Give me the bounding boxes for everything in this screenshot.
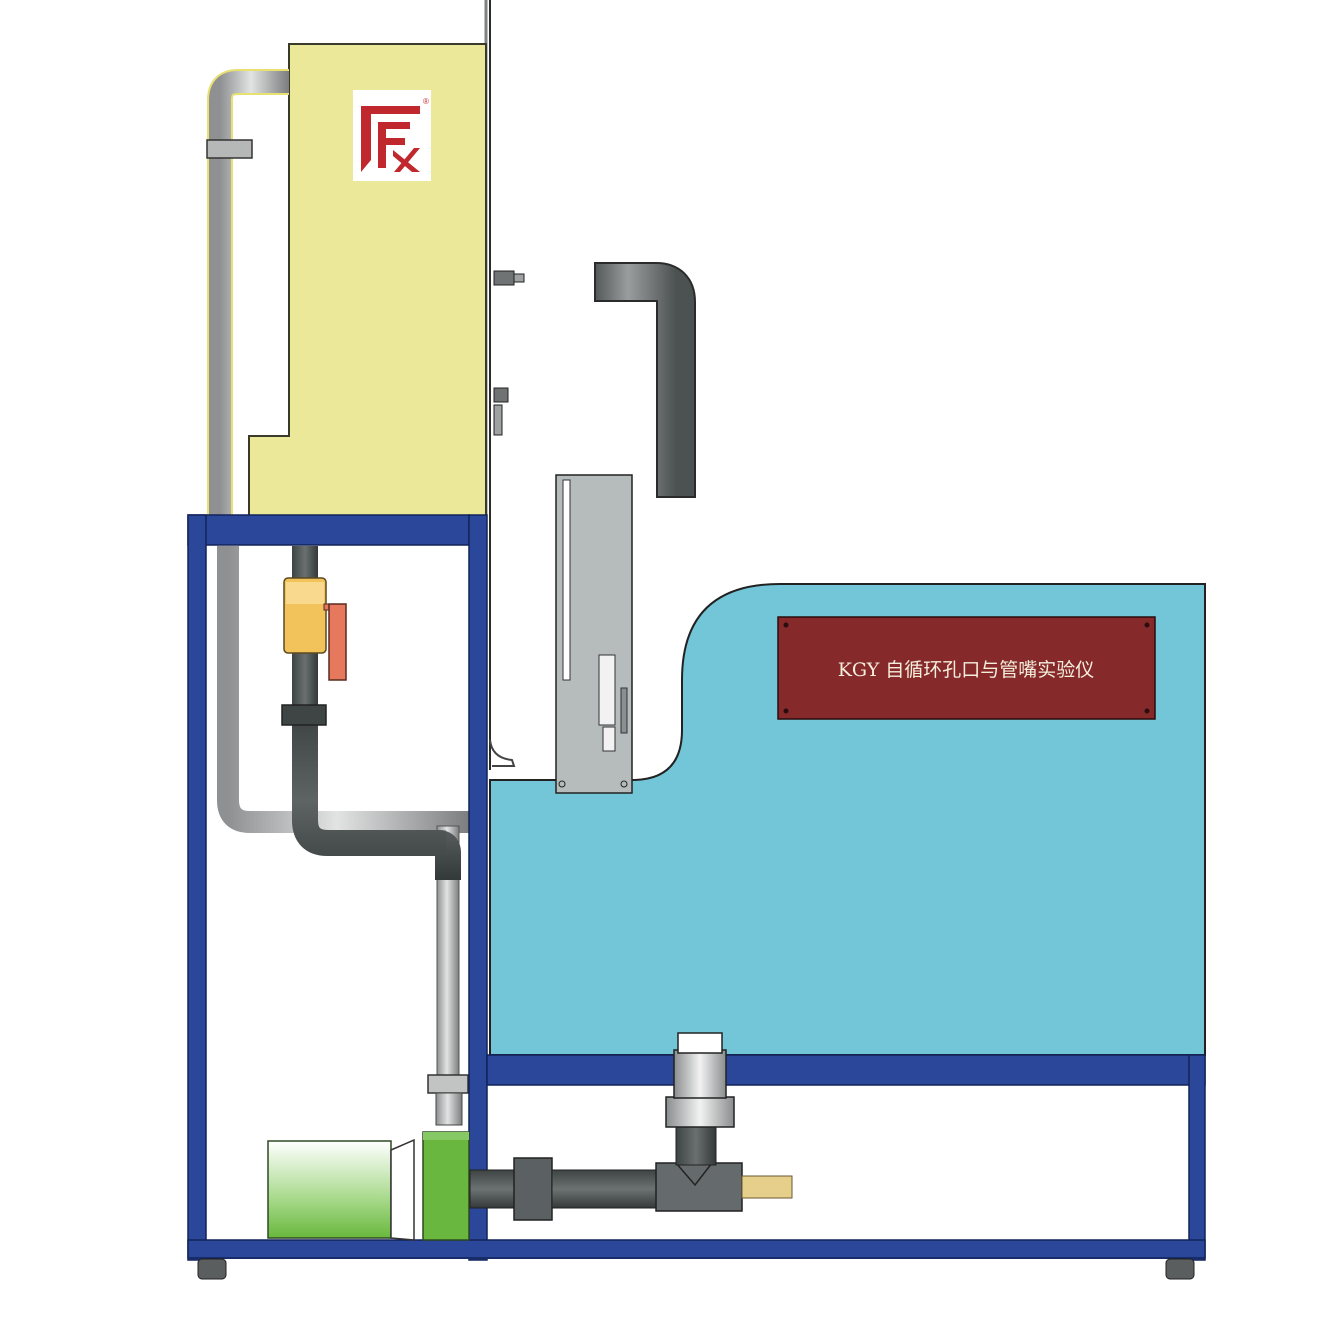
drain-piping [469,1032,793,1221]
frame-feet [197,1258,1195,1280]
feed-pipe [281,546,461,880]
ball-valve-icon [283,577,347,681]
discharge-elbow-pipe [594,262,696,498]
support-frame [187,514,1206,1261]
orifice-fittings [493,270,525,436]
nameplate: KGY 自循环孔口与管嘴实验仪 [777,616,1156,720]
nameplate-label: KGY 自循环孔口与管嘴实验仪 [838,659,1095,681]
backboard [484,0,516,770]
overflow-return-pipe [206,69,470,833]
registered-mark: ® [423,97,429,106]
brand-logo-icon: ® [353,90,431,181]
supply-riser-pipe [427,825,469,1126]
pump-icon [267,1131,470,1241]
piezometer-board [555,474,633,794]
